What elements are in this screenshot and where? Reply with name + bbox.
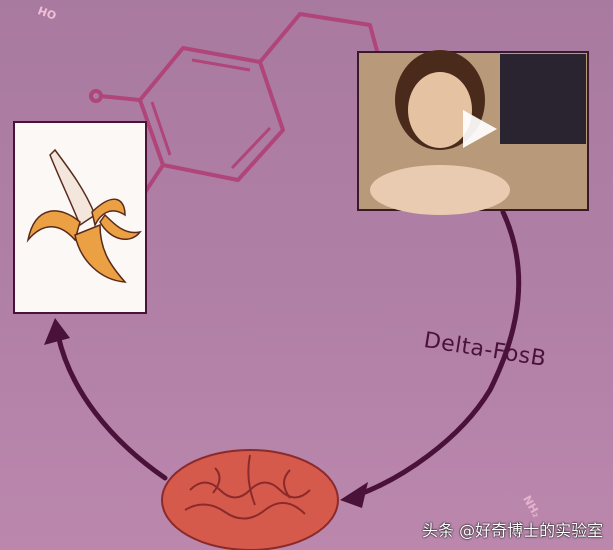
brain-icon	[161, 449, 339, 550]
play-icon[interactable]	[463, 110, 497, 148]
watermark: 头条 @好奇博士的实验室	[422, 521, 604, 540]
banana-panel	[13, 121, 147, 314]
cycle-arrows	[55, 209, 522, 499]
video-thumbnail[interactable]	[357, 50, 589, 215]
arrowhead-to-brain	[340, 482, 368, 508]
arrowhead-to-banana	[44, 318, 70, 345]
banana-icon	[26, 148, 142, 283]
